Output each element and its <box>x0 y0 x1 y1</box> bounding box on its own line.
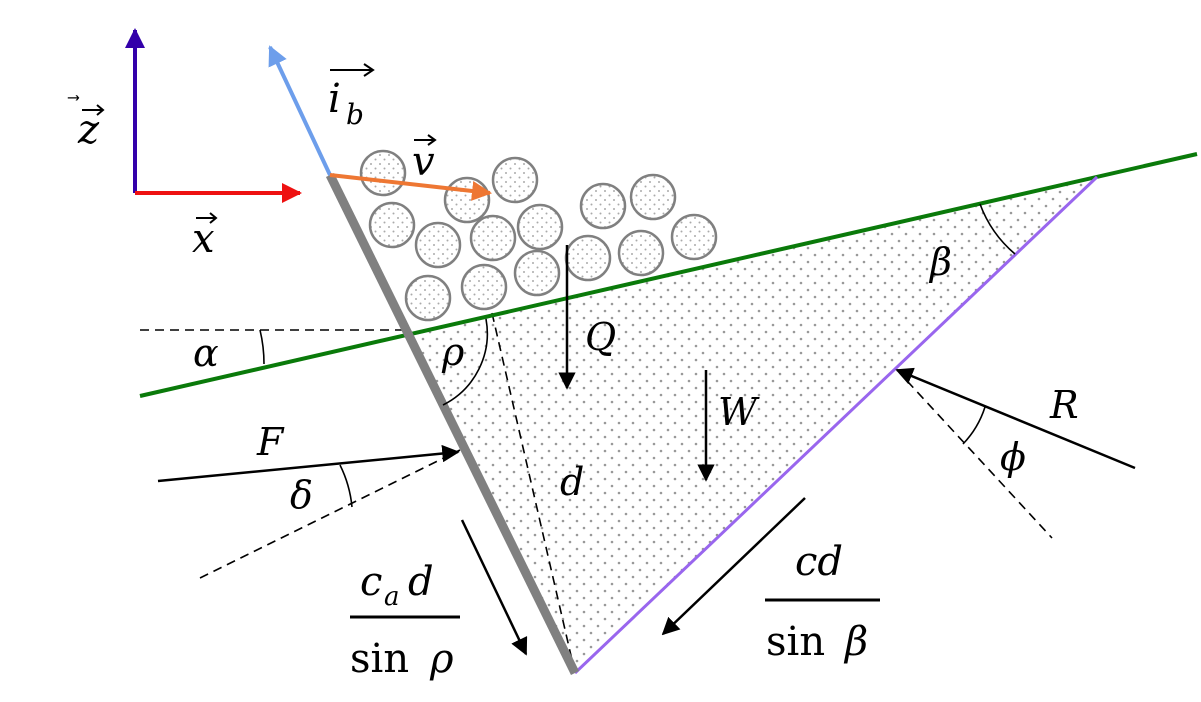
velocity-label: v <box>412 134 437 185</box>
svg-text:ρ: ρ <box>429 636 454 682</box>
svg-text:a: a <box>384 582 400 612</box>
rho-label: ρ <box>441 330 465 374</box>
alpha-label: α <box>193 331 219 375</box>
rho-angle-arc <box>442 318 489 406</box>
particle <box>617 229 665 277</box>
F-label: F <box>256 420 285 464</box>
svg-text:⃗: ⃗ <box>67 95 80 101</box>
svg-text:i: i <box>328 76 341 122</box>
cohesion-force-arrow <box>661 497 806 636</box>
delta-label: δ <box>290 473 313 517</box>
beta-label: β <box>928 240 952 284</box>
blade-normal-line <box>199 449 461 579</box>
d-label: d <box>560 460 584 504</box>
svg-text:sin: sin <box>766 619 825 665</box>
particle <box>513 249 561 297</box>
z-axis-label: z ⃗ <box>67 95 105 153</box>
svg-text:v: v <box>412 139 435 185</box>
blade-axis-arrow <box>268 45 332 176</box>
svg-text:cd: cd <box>795 539 843 585</box>
particle <box>368 201 416 249</box>
svg-text:z: z <box>77 107 100 153</box>
soil-wedge <box>407 177 1097 673</box>
x-axis-label: x <box>192 212 218 262</box>
particle <box>359 149 407 197</box>
particle <box>491 156 539 204</box>
particle <box>414 221 462 269</box>
adhesion-force-arrow <box>460 519 528 656</box>
failure-plane-normal-line <box>896 369 1053 539</box>
particle <box>460 263 508 311</box>
blade-unit-vector-label: i b <box>328 63 375 131</box>
svg-text:d: d <box>408 559 434 605</box>
F-force-arrow <box>157 444 460 483</box>
particle <box>469 214 517 262</box>
particle <box>629 173 677 221</box>
adhesion-force-label: c a d sin ρ <box>350 559 460 682</box>
Q-label: Q <box>585 315 616 359</box>
svg-text:x: x <box>192 216 215 262</box>
svg-text:β: β <box>843 619 868 665</box>
phi-angle-arc <box>962 406 986 445</box>
alpha-angle-arc <box>259 329 265 365</box>
particle <box>564 234 612 282</box>
svg-text:b: b <box>346 98 364 131</box>
svg-text:sin: sin <box>350 636 409 682</box>
blade <box>325 173 580 675</box>
R-label: R <box>1049 383 1079 427</box>
particle <box>516 203 564 251</box>
phi-label: ϕ <box>1000 435 1026 479</box>
particle <box>579 182 627 230</box>
failure-plane-line <box>573 175 1099 675</box>
particle <box>443 176 491 224</box>
cohesion-force-label: cd sin β <box>765 539 880 665</box>
velocity-arrow <box>329 173 492 201</box>
wedge-height-line <box>491 312 576 674</box>
beta-angle-arc <box>979 203 1016 255</box>
particle <box>404 274 452 322</box>
delta-angle-arc <box>339 464 353 508</box>
particle <box>670 213 718 261</box>
R-force-arrow <box>895 367 1136 470</box>
W-label: W <box>718 390 760 434</box>
soil-surface-line <box>139 152 1198 398</box>
svg-text:c: c <box>360 559 382 605</box>
